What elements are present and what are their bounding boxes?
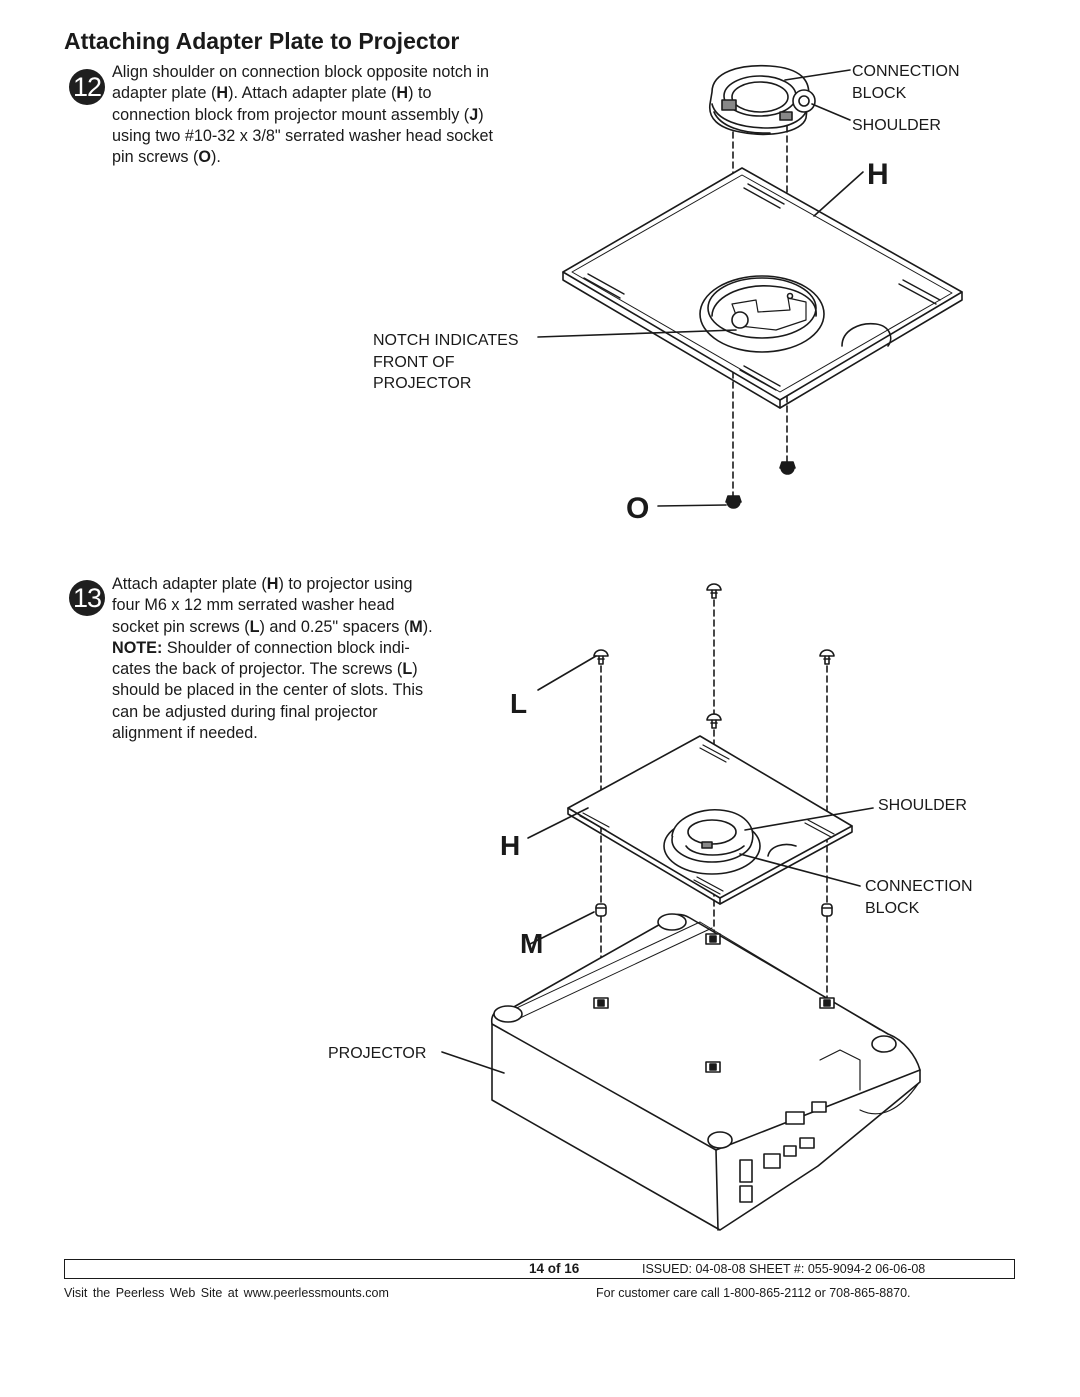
screw-l-1 [706, 583, 722, 599]
screw-o-2 [779, 461, 796, 475]
connection-block-drawing-top [709, 64, 816, 136]
leader-h-top [813, 171, 864, 217]
adapter-plate-drawing-top [562, 167, 963, 409]
leader-o [657, 504, 727, 507]
part-letter-m: M [520, 928, 544, 959]
page-title: Attaching Adapter Plate to Projector [64, 28, 460, 54]
label-connection-block-2: CONNECTION BLOCK [865, 878, 973, 917]
label-projector: PROJECTOR [328, 1045, 427, 1062]
spacer-m-2 [821, 903, 833, 917]
part-letter-o: O [626, 492, 650, 525]
website-text: Visit the Peerless Web Site at www.peerl… [64, 1286, 389, 1300]
leader-h-bottom [527, 807, 589, 839]
label-connection-block-1: CONNECTION BLOCK [852, 63, 960, 102]
projector-drawing [490, 913, 921, 1231]
label-shoulder-2: SHOULDER [878, 797, 967, 814]
label-shoulder-1: SHOULDER [852, 117, 941, 134]
part-letter-h-bottom: H [500, 830, 521, 861]
issued-info: ISSUED: 04-08-08 SHEET #: 055-9094-2 06-… [642, 1262, 926, 1276]
leader-l [537, 655, 597, 691]
adapter-plate-drawing-bottom [567, 735, 853, 905]
screw-l-3 [819, 649, 835, 665]
assembly-illustration [441, 64, 963, 1231]
screw-l-2 [593, 649, 609, 665]
footer-box [64, 1259, 1015, 1279]
label-notch: NOTCH INDICATES FRONT OF PROJECTOR [373, 332, 519, 392]
step-12-text: Align shoulder on connection block oppos… [112, 63, 493, 167]
leader-m [529, 911, 595, 945]
part-letter-l: L [510, 688, 528, 719]
step-13-badge: 13 [69, 580, 105, 616]
leader-shoulder-2 [744, 807, 874, 831]
screw-o-1 [725, 495, 742, 509]
leader-connection-block-2 [739, 853, 861, 887]
step-12-badge: 12 [69, 69, 105, 105]
page-number: 14 of 16 [529, 1261, 580, 1276]
step-13-text: Attach adapter plate (H) to projector us… [112, 575, 433, 743]
customer-care-text: For customer care call 1-800-865-2112 or… [596, 1286, 911, 1300]
spacer-m-1 [595, 903, 607, 917]
leader-connection-block-1 [784, 69, 851, 81]
leader-notch [537, 329, 737, 338]
part-letter-h-top: H [867, 158, 889, 191]
leader-shoulder-1 [811, 103, 851, 121]
leader-projector [441, 1051, 505, 1074]
screw-l-4 [706, 713, 722, 729]
